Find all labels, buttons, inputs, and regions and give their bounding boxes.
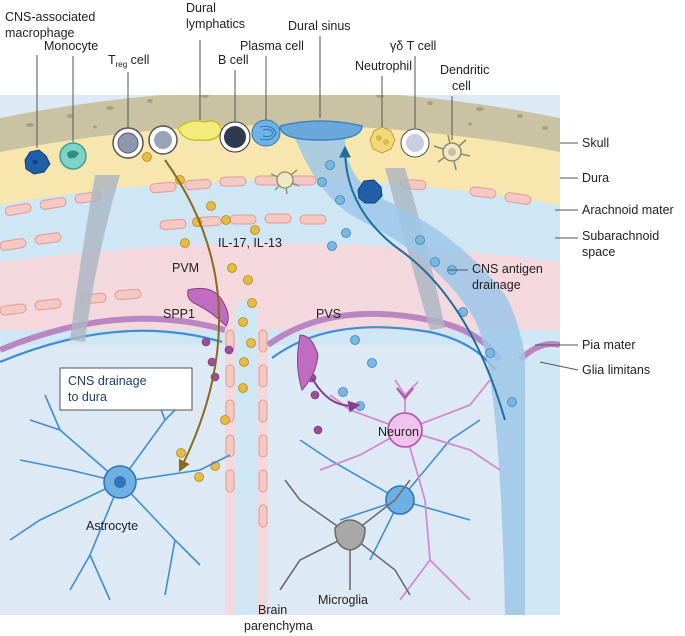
leader-lines — [36, 36, 579, 371]
label-cns-drainage-1: CNS drainage — [68, 374, 147, 388]
penetrating-vessel — [235, 300, 258, 615]
label-treg: Treg cell — [108, 53, 149, 69]
label-brain-1: Brain — [258, 603, 287, 617]
label-cns-macrophage-2: macrophage — [5, 26, 75, 40]
glia-limitans-left — [0, 329, 223, 364]
label-il: IL-17, IL-13 — [218, 236, 282, 250]
cns-drainage-box — [59, 367, 193, 411]
top-labels: CNS-associated macrophage Monocyte Treg … — [5, 1, 489, 93]
label-skull: Skull — [582, 136, 609, 150]
label-dura: Dura — [582, 171, 609, 185]
cns-drainage-arrow — [164, 159, 221, 473]
dendritic-cell — [433, 134, 471, 171]
label-neutrophil: Neutrophil — [355, 59, 412, 73]
skull-texture — [26, 95, 548, 130]
dural-lymphatic-vessel — [177, 120, 223, 142]
arachnoid-mater — [0, 175, 532, 316]
label-cns-macrophage-1: CNS-associated — [5, 10, 95, 24]
label-gd-tcell: γδ T cell — [390, 39, 436, 53]
label-astrocyte: Astrocyte — [86, 519, 138, 533]
label-subarachnoid-1: Subarachnoid — [582, 229, 659, 243]
label-brain-2: parenchyma — [244, 619, 313, 633]
label-plasma-cell: Plasma cell — [240, 39, 304, 53]
antigen-drainage-arrow — [339, 145, 506, 421]
label-microglia: Microglia — [318, 593, 368, 607]
dura-macrophage-cell — [270, 169, 300, 195]
label-neuron: Neuron — [378, 425, 419, 439]
dural-sinus — [279, 120, 363, 141]
astrocyte-left — [9, 379, 231, 601]
plasma-cell — [251, 119, 281, 147]
label-b-cell: B cell — [218, 53, 249, 67]
inner-labels: IL-17, IL-13 PVM SPP1 PVS CNS antigen dr… — [68, 236, 543, 633]
antigen-dots — [317, 160, 517, 411]
cns-macrophage-cell — [24, 149, 51, 175]
b-cell — [219, 121, 251, 153]
label-dendritic-2: cell — [452, 79, 471, 93]
pia-mater-left — [0, 315, 226, 353]
vessel-wall-cells — [225, 329, 268, 528]
label-monocyte: Monocyte — [44, 39, 98, 53]
label-arachnoid: Arachnoid mater — [582, 203, 674, 217]
label-glia: Glia limitans — [582, 363, 650, 377]
sinus-macrophage-cell — [357, 179, 383, 204]
microglia-cell — [279, 479, 411, 596]
dural-cells — [24, 119, 471, 204]
monocyte-cell — [59, 142, 87, 170]
label-pvm: PVM — [172, 261, 199, 275]
label-dural-lymphatics-1: Dural — [186, 1, 216, 15]
pvs-macrophage-cell — [297, 334, 319, 391]
label-dendritic-1: Dendritic — [440, 63, 489, 77]
treg-cell — [112, 127, 144, 159]
right-labels: Skull Dura Arachnoid mater Subarachnoid … — [582, 136, 674, 377]
label-dural-sinus: Dural sinus — [288, 19, 351, 33]
label-cns-antigen-1: CNS antigen — [472, 262, 543, 276]
t-cell — [148, 125, 178, 155]
right-vessel — [525, 348, 560, 615]
pia-mater-right — [266, 310, 503, 362]
spp1-arrow — [311, 377, 361, 413]
label-spp1: SPP1 — [163, 307, 195, 321]
dural-sinus-channel — [295, 138, 545, 615]
skull-band — [0, 95, 560, 152]
label-pia: Pia mater — [582, 338, 636, 352]
trabecula-left — [70, 175, 120, 342]
label-dural-lymphatics-2: lymphatics — [186, 17, 245, 31]
label-subarachnoid-2: space — [582, 245, 615, 259]
label-pvs: PVS — [316, 307, 341, 321]
label-cns-antigen-2: drainage — [472, 278, 521, 292]
astrocyte-right — [299, 419, 481, 561]
cytokine-dots — [142, 152, 260, 482]
gd-t-cell — [400, 128, 430, 158]
label-cns-drainage-2: to dura — [68, 390, 107, 404]
neutrophil-cell — [369, 126, 396, 154]
meningeal-layers — [0, 95, 560, 615]
